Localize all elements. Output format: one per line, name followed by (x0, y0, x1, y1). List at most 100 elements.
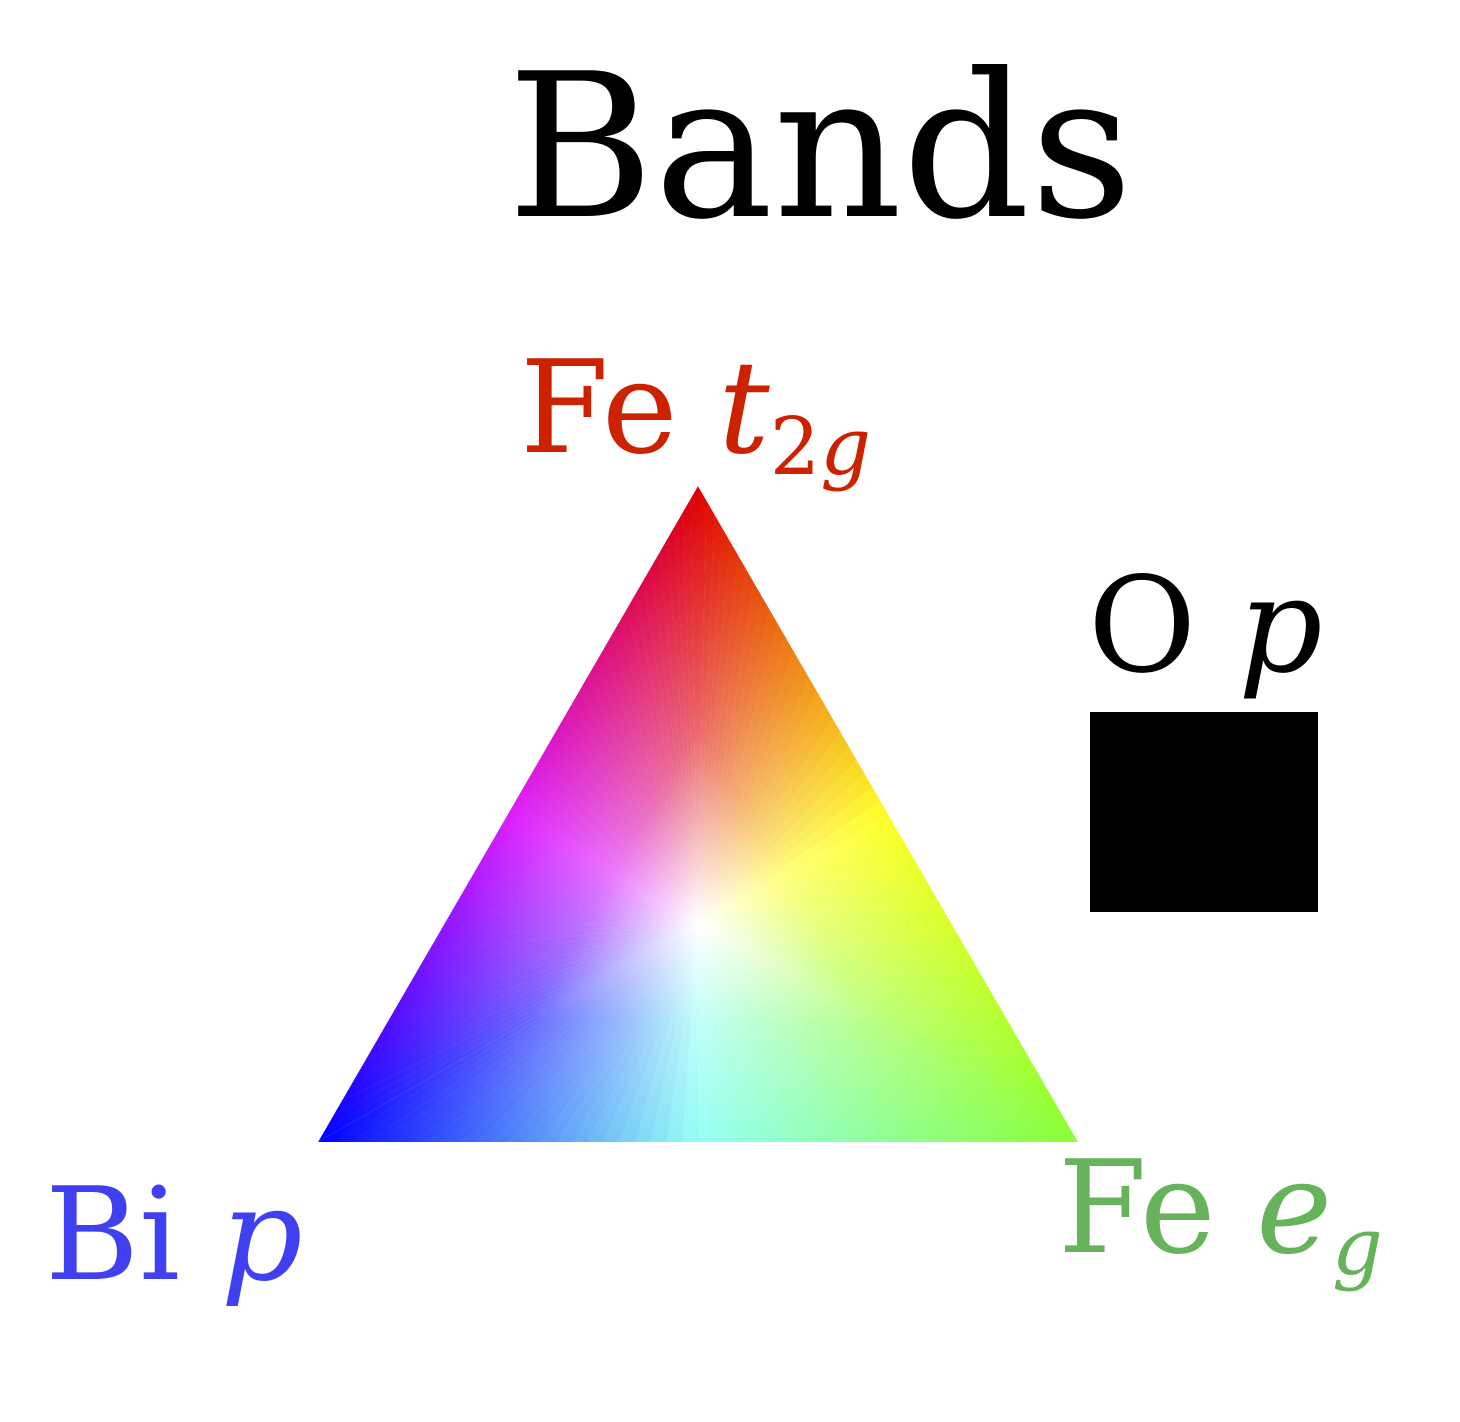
triangle-sector (698, 923, 1078, 1142)
triangle-sector (357, 923, 698, 1074)
triangle-sector (698, 636, 794, 924)
right-element: Fe (1058, 1134, 1216, 1283)
right-orbital: e (1256, 1134, 1332, 1283)
triangle-sector (690, 486, 698, 924)
triangle-sector (436, 923, 698, 937)
triangle-sector (698, 923, 873, 1142)
triangle-sector (547, 731, 698, 924)
triangle-sector (698, 841, 912, 924)
triangle-sector (587, 663, 698, 924)
left-element: Bi (45, 1161, 180, 1310)
triangle-sector (698, 923, 1063, 1142)
triangle-sector (428, 923, 698, 951)
triangle-sector (698, 923, 1078, 1142)
left-vertex-label: Bi p (45, 1172, 303, 1300)
triangle-sector (698, 677, 817, 924)
triangle-sector (698, 868, 928, 924)
triangle-sector (698, 855, 920, 924)
top-vertex-label: Fe t2g (520, 345, 871, 487)
triangle-sector (698, 513, 722, 924)
triangle-sector (698, 581, 762, 924)
top-subscript-number: 2 (769, 400, 821, 494)
triangle-sector (698, 759, 865, 924)
triangle-sector (626, 595, 698, 924)
triangle-sector (397, 923, 698, 1006)
triangle-sector (698, 718, 841, 924)
top-subscript: 2g (770, 400, 871, 493)
triangle-sector (698, 923, 809, 1142)
triangle-sector (698, 595, 770, 924)
triangle-sector (571, 690, 698, 924)
triangle-sector (618, 608, 698, 924)
triangle-sector (484, 841, 698, 924)
triangle-sector (318, 923, 698, 1142)
triangle-sector (698, 923, 857, 1142)
triangle-sector (682, 499, 698, 924)
triangle-sector (405, 923, 698, 992)
triangle-sector (460, 882, 698, 924)
triangle-sector (658, 540, 698, 924)
triangle-sector (698, 827, 904, 924)
triangle-sector (452, 895, 698, 924)
triangle-sector (531, 759, 698, 924)
triangle-sector (698, 923, 1047, 1142)
triangle-sector (698, 732, 849, 924)
triangle-sector (698, 923, 999, 1142)
triangle-sector (698, 923, 936, 1142)
triangle-sector (420, 923, 698, 965)
triangle-sector (698, 745, 857, 924)
triangle-sector (508, 800, 698, 924)
triangle-sector (595, 649, 698, 924)
op-orbital: p (1238, 549, 1323, 703)
right-vertex-label: Fe eg (1058, 1145, 1383, 1287)
triangle-sector (492, 827, 698, 924)
triangle-sector (698, 814, 897, 924)
triangle-sector (318, 923, 698, 1142)
triangle-sector (698, 923, 746, 1142)
triangle-sector (610, 622, 698, 924)
triangle-sector (333, 923, 698, 1115)
op-swatch (1090, 712, 1318, 912)
triangle-sector (698, 609, 778, 924)
triangle-sector (698, 704, 833, 924)
triangle-sector (444, 909, 698, 924)
triangle-sector (698, 786, 881, 924)
triangle-sector (381, 923, 698, 1033)
triangle-sector (698, 923, 778, 1142)
triangle-sector (698, 923, 1015, 1142)
triangle-sector (325, 923, 698, 1129)
triangle-sector (698, 923, 762, 1142)
top-orbital: t (718, 334, 770, 483)
right-subscript-letter: g (1332, 1200, 1383, 1294)
triangle-sector (698, 773, 873, 924)
triangle-sector (468, 868, 698, 924)
triangle-sector (515, 786, 698, 924)
triangle-sector (698, 499, 714, 924)
triangle-sector (523, 772, 698, 924)
page-title: Bands (507, 31, 1133, 264)
triangle-sector (698, 923, 1031, 1142)
triangle-sector (539, 745, 698, 924)
triangle-sector (674, 513, 698, 924)
triangle-sector (698, 691, 825, 924)
triangle-sector (698, 923, 793, 1142)
triangle-sector (389, 923, 698, 1019)
op-element: O (1088, 549, 1197, 703)
top-subscript-letter: g (820, 400, 871, 494)
triangle-sector (698, 923, 983, 1142)
triangle-sector (698, 800, 889, 924)
triangle-sector (555, 718, 698, 924)
triangle-sector (365, 923, 698, 1060)
triangle-sector (697, 923, 714, 1142)
triangle-sector (634, 581, 698, 924)
triangle-sector (698, 923, 952, 1142)
triangle-sector (666, 526, 698, 924)
top-element: Fe (520, 334, 678, 483)
triangle-sector (698, 622, 786, 924)
triangle-sector (698, 923, 825, 1142)
triangle-sector (413, 923, 698, 978)
triangle-sector (698, 909, 952, 924)
triangle-sector (373, 923, 698, 1047)
triangle-sector (476, 854, 698, 924)
